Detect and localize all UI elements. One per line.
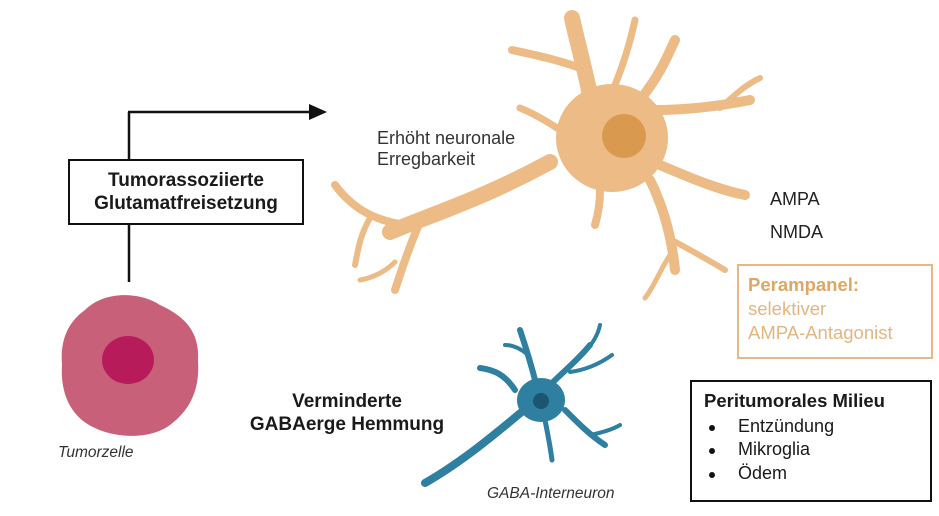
interneuron-nucleus: [533, 393, 549, 409]
list-item: Entzündung: [704, 415, 930, 438]
ampa-label: AMPA: [770, 189, 820, 209]
list-item: Mikroglia: [704, 438, 930, 461]
tumor-nucleus: [102, 336, 154, 384]
nmda-label: NMDA: [770, 222, 823, 242]
excitatory-neuron: [331, 10, 763, 301]
perampanel-line1: selektiver: [748, 298, 827, 320]
tumor-cell-caption: Tumorzelle: [58, 444, 134, 461]
arrow-head: [309, 104, 327, 120]
glutamate-line2: Glutamatfreisetzung: [94, 192, 278, 214]
list-item: Ödem: [704, 462, 930, 485]
peritumoral-milieu-box: Peritumorales Milieu Entzündung Mikrogli…: [690, 380, 932, 502]
glutamate-line1: Tumorassoziierte: [108, 170, 264, 191]
neuron-nucleus: [602, 114, 646, 158]
excitability-line2: Erregbarkeit: [377, 149, 476, 170]
excitability-line1: Erhöht neuronale: [377, 128, 516, 148]
gaba-interneuron: [421, 323, 622, 487]
milieu-list: Entzündung Mikroglia Ödem: [704, 415, 930, 485]
gaba-inhibition-line2: GABAerge Hemmung: [249, 414, 445, 436]
perampanel-line2: AMPA-Antagonist: [748, 322, 893, 344]
interneuron-caption: GABA-Interneuron: [487, 485, 615, 502]
milieu-title: Peritumorales Milieu: [704, 390, 885, 411]
perampanel-title: Perampanel:: [748, 274, 860, 295]
gaba-inhibition-line1: Verminderte: [292, 391, 402, 412]
gaba-inhibition-label: Verminderte GABAerge Hemmung: [222, 390, 472, 436]
glutamate-release-box: Tumorassoziierte Glutamatfreisetzung: [68, 159, 304, 225]
perampanel-box: Perampanel: selektiver AMPA-Antagonist: [737, 264, 933, 359]
excitability-label: Erhöht neuronale Erregbarkeit: [377, 128, 515, 170]
